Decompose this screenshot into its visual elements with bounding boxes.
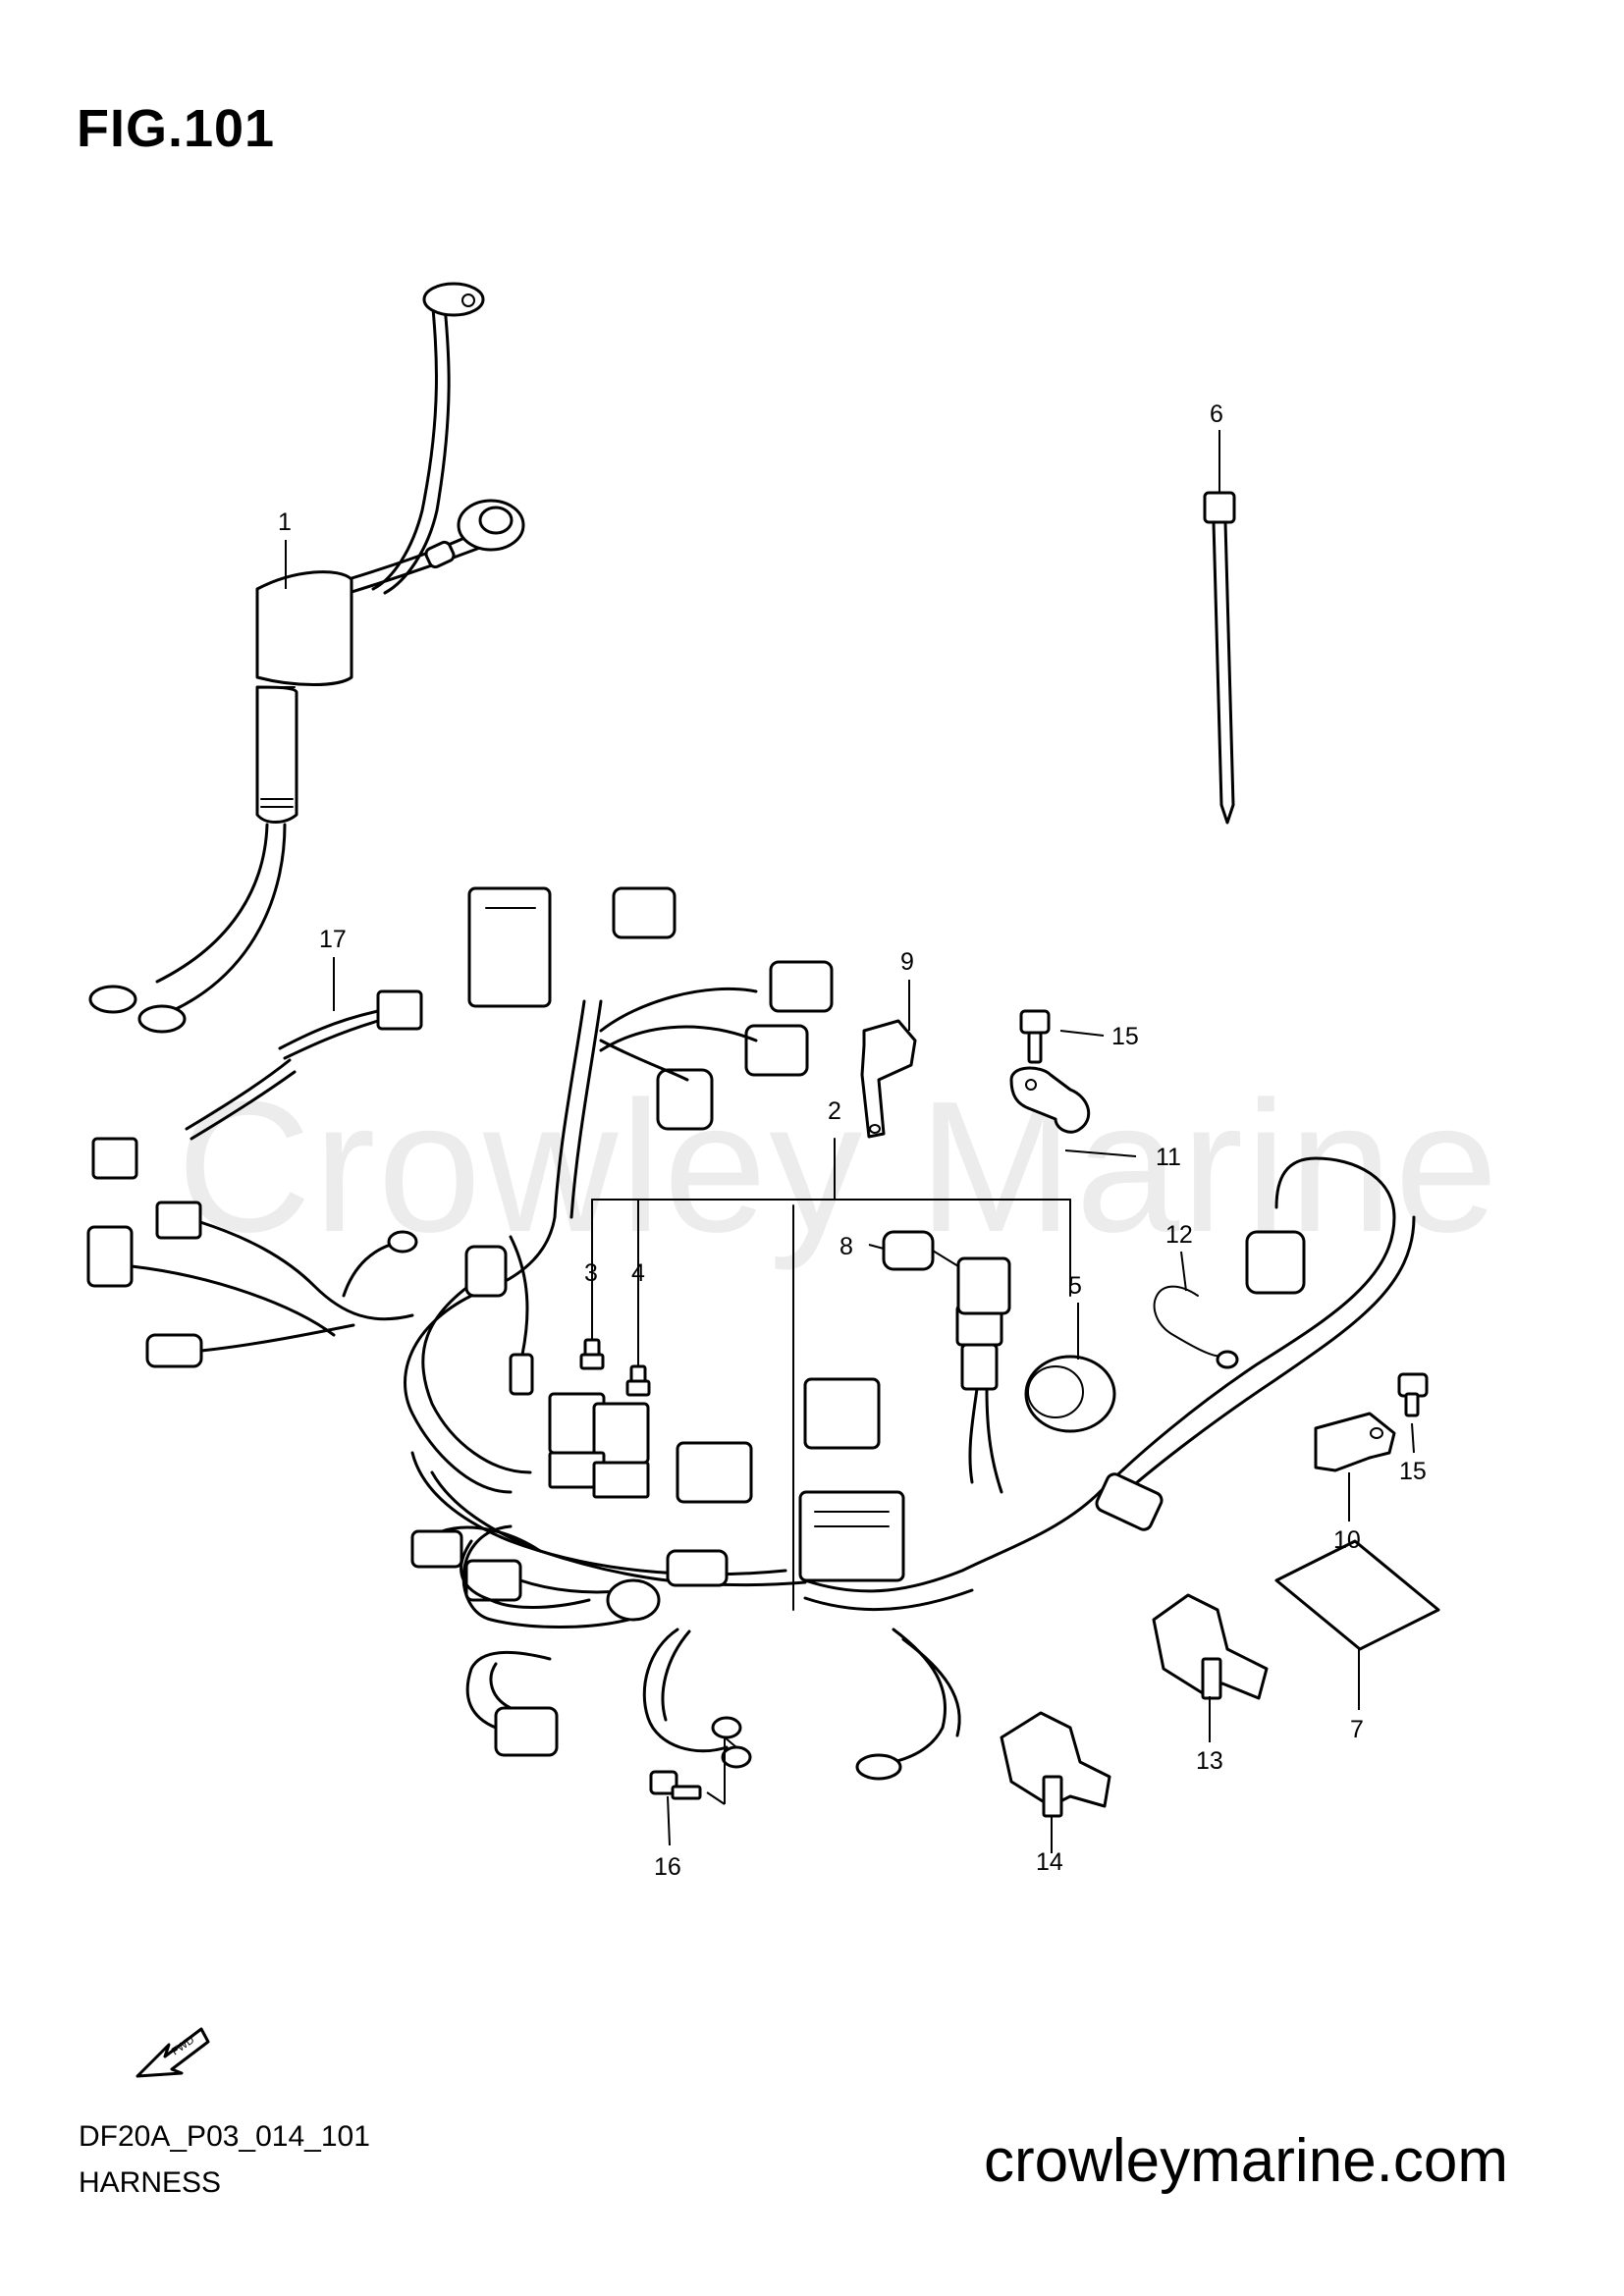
callout-11: 11 <box>1156 1144 1181 1171</box>
part-5-buzzer[interactable] <box>1024 1355 1116 1433</box>
part-4-fuse[interactable] <box>625 1364 651 1397</box>
callout-15-lower: 15 <box>1399 1458 1427 1485</box>
part-15-bolt-upper[interactable] <box>1019 1009 1051 1064</box>
figure-title: FIG.101 <box>77 99 276 158</box>
part-11-clamp[interactable] <box>1009 1066 1091 1134</box>
callout-15-upper: 15 <box>1111 1023 1139 1050</box>
part-9-bracket[interactable] <box>860 1019 917 1139</box>
website-link[interactable]: crowleymarine.com <box>984 2127 1509 2195</box>
part-7-sheet[interactable] <box>1274 1539 1440 1651</box>
part-2-main-harness[interactable] <box>86 886 1416 1781</box>
callout-17: 17 <box>319 926 347 953</box>
leader-lines <box>285 430 1415 1853</box>
callout-5: 5 <box>1068 1272 1082 1300</box>
part-10-bracket[interactable] <box>1314 1412 1396 1472</box>
figure-code: DF20A_P03_014_101 <box>79 2120 370 2153</box>
callout-7: 7 <box>1350 1716 1364 1743</box>
callout-3: 3 <box>584 1259 598 1287</box>
part-6-cable-tie[interactable] <box>1203 491 1236 825</box>
part-8-relay[interactable] <box>882 1230 1011 1315</box>
part-15-bolt-lower[interactable] <box>1397 1372 1429 1417</box>
callout-6: 6 <box>1210 400 1223 428</box>
part-1-battery-cable[interactable] <box>88 282 525 1034</box>
callout-2: 2 <box>828 1097 841 1125</box>
callout-13: 13 <box>1196 1747 1223 1775</box>
callout-12: 12 <box>1165 1221 1193 1249</box>
figure-name: HARNESS <box>79 2166 222 2199</box>
callout-1: 1 <box>278 508 292 536</box>
callout-10: 10 <box>1333 1526 1361 1554</box>
callout-14: 14 <box>1036 1848 1063 1876</box>
callout-9: 9 <box>900 948 914 976</box>
part-14-clip[interactable] <box>1000 1711 1111 1818</box>
part-3-fuse[interactable] <box>579 1338 605 1370</box>
part-13-clip[interactable] <box>1152 1593 1269 1700</box>
callout-8: 8 <box>839 1233 853 1260</box>
callouts: 1 2 3 4 5 6 7 8 9 10 11 12 13 14 15 15 1… <box>278 400 1427 1881</box>
callout-4: 4 <box>631 1259 645 1287</box>
part-16-bolt[interactable] <box>649 1736 737 1805</box>
part-17-extension-harness[interactable] <box>91 989 423 1180</box>
part-12-clip[interactable] <box>1153 1285 1239 1369</box>
callout-16: 16 <box>654 1853 681 1881</box>
fwd-arrow-icon: FWD <box>135 2027 210 2078</box>
